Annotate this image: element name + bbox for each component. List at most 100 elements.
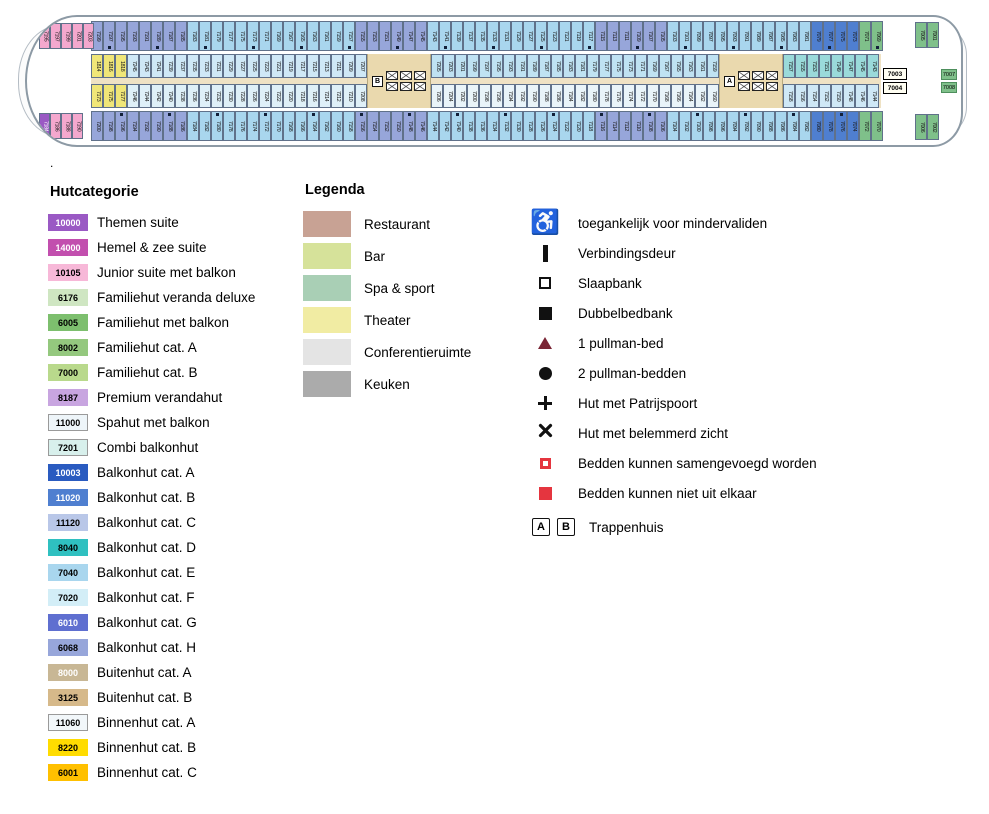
cabin-cell: 7227 [235, 54, 247, 78]
cabin-cell: 7157 [783, 54, 795, 78]
cabin-cell: 7104 [667, 111, 679, 141]
symbol-label: 1 pullman-bed [578, 335, 664, 351]
cabin-cell: 7082 [799, 111, 811, 141]
category-label: Balkonhut cat. E [97, 565, 196, 580]
cabin-cell: 7201 [455, 54, 467, 78]
elevator-icon [414, 82, 426, 91]
symbol-icon-cell: ♿ [530, 211, 560, 235]
cabin-cell: 7133 [487, 21, 499, 51]
cabin-cell: 7214 [319, 84, 331, 108]
cabin-cell: 7001 [927, 22, 939, 48]
stairwell-b-box: B [557, 518, 575, 536]
cabin-cell: 7183 [563, 54, 575, 78]
cabin-cell: 7109 [631, 21, 643, 51]
double-sofa-bed-icon [538, 306, 552, 320]
stairwell-marker: A [724, 75, 735, 87]
category-swatch: 7040 [48, 564, 88, 581]
cabin-cell: 7134 [487, 111, 499, 141]
category-label: Binnenhut cat. C [97, 765, 197, 780]
category-label: Familiehut cat. A [97, 340, 197, 355]
cabin-cell: 7188 [163, 111, 175, 141]
cabin-cell: 7196 [491, 84, 503, 108]
cabin-cell: 7002 [927, 114, 939, 140]
cabin-cell: 7199 [467, 54, 479, 78]
legend-label: Keuken [364, 376, 410, 392]
cabin-cell: 7243 [139, 54, 151, 78]
cabin-cell: 7195 [115, 21, 127, 51]
cabin-cell: 7225 [247, 54, 259, 78]
cabin-cell: 7209 [343, 54, 355, 78]
cabin-cell: 7093 [727, 21, 739, 51]
symbol-icon-cell [530, 366, 560, 380]
cabin-cell: 7165 [671, 54, 683, 78]
cabin-cell: 7220 [283, 84, 295, 108]
category-item: 8220 Binnenhut cat. B [48, 735, 303, 760]
category-swatch: 7201 [48, 439, 88, 456]
legend-item: Keuken [303, 368, 533, 400]
cabin-cell: 7197 [103, 21, 115, 51]
legend-item: Spa & sport [303, 272, 533, 304]
elevator-icon [766, 71, 778, 80]
category-swatch: 11120 [48, 514, 88, 531]
cabin-cell: 7175 [235, 21, 247, 51]
cabin-cell: 7219 [283, 54, 295, 78]
cabin-cell: 7164 [683, 84, 695, 108]
cabin-cell: 7240 [163, 84, 175, 108]
category-swatch: 8187 [48, 389, 88, 406]
symbol-icon-cell [530, 457, 560, 469]
category-swatch: 8220 [48, 739, 88, 756]
cabin-cell: 7143 [427, 21, 439, 51]
cabin-cell: 7213 [319, 54, 331, 78]
category-label: Binnenhut cat. B [97, 740, 197, 755]
beds-joinable-icon [539, 457, 551, 469]
cabin-cell: 7004 [883, 82, 907, 94]
cabin-cell: 7245 [127, 54, 139, 78]
cabin-cell: 7162 [319, 111, 331, 141]
cabin-cell: 7185 [175, 21, 187, 51]
cabin-cell: 7182 [199, 111, 211, 141]
cabin-cell: 7178 [599, 84, 611, 108]
cabin-cell: 7119 [571, 21, 583, 51]
cabin-cell: 7143 [867, 54, 879, 78]
cabin-cell: 7099 [691, 21, 703, 51]
cabin-cell: 7107 [643, 21, 655, 51]
cabin-cell: 7189 [527, 54, 539, 78]
cabin-cell: 7070 [871, 111, 883, 141]
cabin-cell: 7161 [319, 21, 331, 51]
cabin-cell: 7195 [491, 54, 503, 78]
elevator-icon [414, 71, 426, 80]
category-swatch: 8040 [48, 539, 88, 556]
cabin-cell: 7084 [787, 111, 799, 141]
symbol-label: Hut met Patrijspoort [578, 395, 698, 411]
cabin-cell: 7230 [223, 84, 235, 108]
cabin-cell: 7153 [807, 54, 819, 78]
cabin-cell: 7148 [403, 111, 415, 141]
cabin-cell: 7155 [795, 54, 807, 78]
cabin-cell: 7131 [499, 21, 511, 51]
cabin-cell: 7222 [271, 84, 283, 108]
cabin-cell: 7149 [391, 21, 403, 51]
cabin-cell: 7173 [623, 54, 635, 78]
cabin-cell: 7196 [115, 111, 127, 141]
cabin-cell: 1816 [103, 54, 115, 78]
cabin-cell: 7005 [915, 22, 927, 48]
cabin-cell: 7184 [187, 111, 199, 141]
symbol-item: Dubbelbedbank [530, 298, 970, 328]
cabin-cell: 7200 [91, 111, 103, 141]
cabin-cell: 7238 [175, 84, 187, 108]
cabin-cell: 1814 [91, 54, 103, 78]
